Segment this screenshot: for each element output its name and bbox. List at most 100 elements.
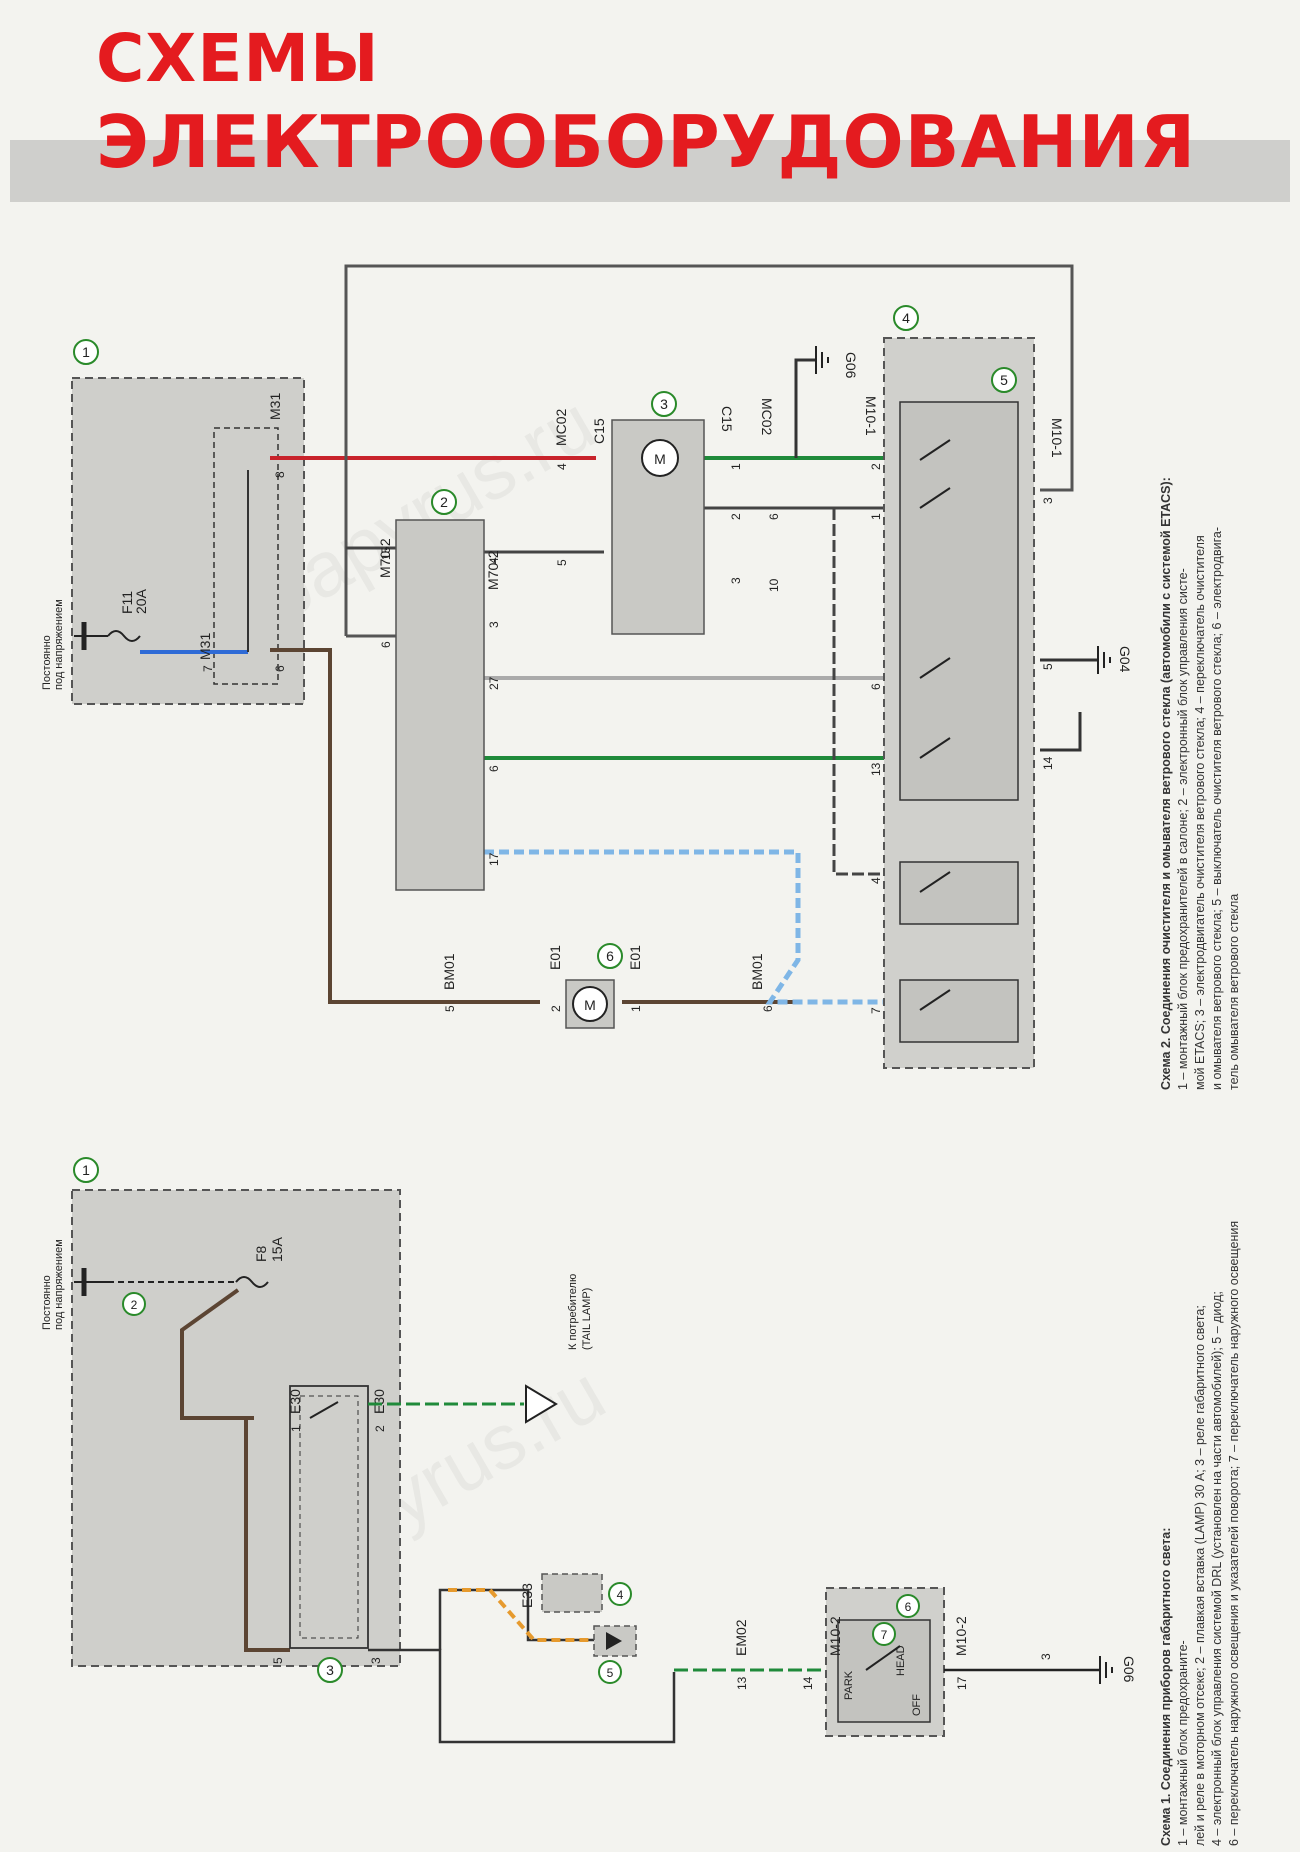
wire-s1-relay-out (368, 1648, 676, 1744)
supply-label-line2: под напряжением (53, 599, 65, 690)
fuse-box-block (71, 377, 305, 705)
caption-2-lead: Схема 2. Соединения очистителя и омывате… (1159, 477, 1173, 1090)
pin-s1-5: 5 (271, 1657, 285, 1664)
washer-motor-letter: M (584, 997, 596, 1013)
wiper-switch-inner (899, 401, 1019, 801)
fuse-f11-rating: 20A (133, 588, 149, 614)
wiper-switch-sub-bottom (899, 979, 1019, 1043)
scheme-2: 1 Постоянно под напряжением F11 20A (41, 264, 1133, 1069)
pin-motor-10: 10 (767, 578, 781, 592)
callout-2-text: 2 (440, 494, 448, 510)
callout-6-text: 6 (606, 948, 614, 964)
ground-g04-symbol (1097, 646, 1111, 674)
connector-m70-2-right: M70-2 (485, 550, 501, 590)
pin-motor-5: 5 (555, 559, 569, 566)
connector-m31-bottom: M31 (197, 633, 213, 660)
pin-washer-1: 1 (629, 1005, 643, 1012)
callout-2: 2 (431, 489, 457, 515)
wire-top-return (344, 264, 1074, 636)
pin-m10-4: 4 (869, 877, 883, 884)
callout-s1-1: 1 (73, 1157, 99, 1183)
fuse-f11-name: F11 (119, 591, 135, 614)
relay-contact (309, 1401, 339, 1419)
page-title-line2: ЭЛЕКТРООБОРУДОВАНИЯ (96, 100, 1197, 184)
callout-s1-3-text: 3 (326, 1662, 334, 1678)
callout-s1-7: 7 (872, 1622, 896, 1646)
callout-s1-3: 3 (317, 1657, 343, 1683)
wiper-motor-symbol (641, 439, 679, 477)
callout-s1-6: 6 (896, 1594, 920, 1618)
supply-terminal-s1 (74, 1268, 108, 1296)
wire-brown-loop (328, 648, 540, 1004)
caption-scheme-1: Схема 1. Соединения приборов габаритного… (1159, 1221, 1241, 1846)
pin-m70-4: 4 (487, 557, 501, 564)
to-consumer-line2: (TAIL LAMP) (581, 1288, 593, 1350)
pin-motor-4: 4 (555, 463, 569, 470)
connector-m31-top: M31 (267, 393, 283, 420)
wire-14-loop (1040, 712, 1082, 752)
wire-s1-fuse-to-relay (180, 1288, 254, 1420)
etacs-block (395, 519, 485, 891)
pin-m10-7: 7 (869, 1007, 883, 1014)
caption-1-line4: 6 – переключатель наружного освещения и … (1227, 1221, 1241, 1846)
pin-m10-3: 3 (1041, 497, 1055, 504)
engine-fuse-box-block (71, 1189, 401, 1667)
pin-m70-17: 17 (487, 852, 501, 866)
m31-connector-frame (213, 427, 279, 685)
callout-s1-1-text: 1 (82, 1162, 90, 1178)
connector-em02: EM02 (733, 1619, 749, 1656)
callout-s1-5-text: 5 (607, 1666, 614, 1680)
pin-s1-1: 1 (289, 1425, 303, 1432)
ground-g06-label: G06 (843, 352, 859, 379)
washer-motor-symbol (572, 986, 608, 1022)
pin-motor-6: 6 (767, 513, 781, 520)
connector-m70-2-left: M70-2 (377, 538, 393, 578)
ground-s1-g06-symbol (1099, 1656, 1113, 1684)
fuse-f8-symbol (235, 1276, 269, 1288)
connector-c15-left: C15 (591, 418, 607, 444)
drl-unit-block (541, 1573, 603, 1613)
caption-1-lead: Схема 1. Соединения приборов габаритного… (1159, 1528, 1173, 1846)
callout-1-text: 1 (82, 344, 90, 360)
connector-bm01-right: BM01 (749, 953, 765, 990)
wiper-switch-sub-top (899, 861, 1019, 925)
pin-m31-7: 7 (201, 665, 215, 672)
fuse-f11-symbol (107, 630, 141, 642)
pin-washer-2: 2 (549, 1005, 563, 1012)
caption-2-line2: мой ETACS; 3 – электродвигатель очистите… (1193, 535, 1207, 1090)
caption-1-line3: 4 – электронный блок управления системой… (1210, 1291, 1224, 1846)
header-band (10, 140, 1290, 202)
light-switch-lever (865, 1645, 901, 1671)
pin-m10-13: 13 (869, 762, 883, 776)
connector-mc02-left: MC02 (553, 408, 569, 446)
wire-s1-orange-dashed (448, 1588, 592, 1642)
caption-scheme-2: Схема 2. Соединения очистителя и омывате… (1159, 477, 1241, 1090)
callout-3-text: 3 (660, 396, 668, 412)
connector-e30-right: E30 (371, 1389, 387, 1414)
ground-g04-label: G04 (1117, 646, 1133, 673)
switch-label-park: PARK (843, 1670, 855, 1700)
consumer-triangle (525, 1384, 558, 1424)
diode-icon (606, 1632, 622, 1650)
callout-s1-4: 4 (608, 1582, 632, 1606)
connector-m10-1-right: M10-1 (1049, 418, 1065, 458)
pin-s1-3: 3 (369, 1657, 383, 1664)
fuse-f8-rating: 15A (269, 1236, 285, 1262)
s1-supply-label-line2: под напряжением (53, 1239, 65, 1330)
caption-2-line4: тель омывателя ветрового стекла (1227, 894, 1241, 1090)
pin-s1-ground: 3 (1039, 1653, 1053, 1660)
switch-label-off: OFF (911, 1694, 923, 1716)
connector-e01-left: E01 (547, 945, 563, 970)
pin-motor-3: 3 (729, 577, 743, 584)
connector-c15-right: C15 (719, 406, 735, 432)
caption-1-line1: 1 – монтажный блок предохраните- (1176, 1640, 1190, 1846)
pin-m70-6a: 6 (379, 641, 393, 648)
pin-m10-14: 14 (1041, 756, 1055, 770)
fuse-f8-name: F8 (253, 1245, 269, 1262)
pin-m31-8: 8 (273, 471, 287, 478)
connector-m10-2-right: M10-2 (953, 1616, 969, 1656)
pin-m70-6b: 6 (487, 765, 501, 772)
pin-motor-2: 2 (729, 513, 743, 520)
callout-4-text: 4 (902, 310, 910, 326)
